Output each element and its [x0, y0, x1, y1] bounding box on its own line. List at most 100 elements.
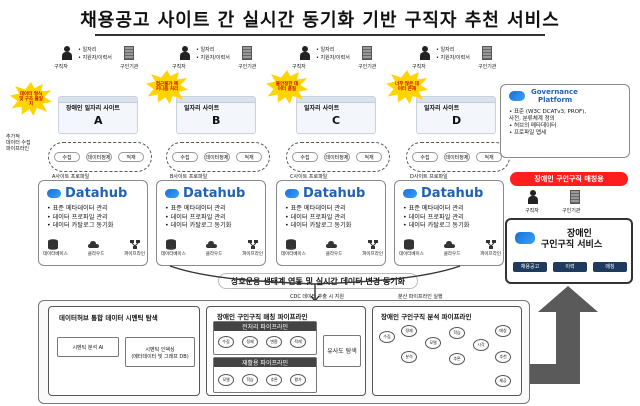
governance-title-1: Governance — [531, 88, 578, 96]
datahub-caption: 파이프라인 — [242, 252, 263, 257]
job-site-letter: B — [212, 114, 221, 127]
datahub-name: Datahub — [183, 186, 246, 201]
datahub-icons — [165, 235, 259, 254]
datahub-caption: 파이프라인 — [124, 252, 145, 257]
analysis-node: 수집 — [379, 331, 395, 343]
legend-resume: • 지원자/이력서 — [316, 55, 350, 61]
company-icon — [124, 46, 134, 60]
governance-item: • 허브의 메타데이터 — [509, 123, 557, 129]
semantic-ai-box: 시멘틱 분석 AI — [57, 337, 119, 357]
datahub-caption: 클라우드 — [205, 252, 223, 257]
company-label: 구인기관 — [358, 64, 377, 70]
governance-list: • 표준 (W3C DCATv3, PROF), 사전, 분류체계 정의 • 허… — [509, 109, 629, 137]
analysis-node: 학습 — [449, 327, 465, 339]
issue-burst-text: 불안정한 데이터 품질 — [275, 82, 299, 92]
governance-title-2: Platform — [538, 96, 573, 104]
datahub-item: • 표준 메타데이터 관리 — [403, 205, 464, 212]
site-profile-label: C사이트 프로파일 — [290, 174, 328, 180]
analysis-node: 정제 — [401, 325, 417, 337]
datahub-head: Datahub — [285, 186, 365, 201]
datahub-caption: 클라우드 — [443, 252, 461, 257]
analysis-node: 모델 — [425, 337, 441, 349]
pipeline-icon — [129, 235, 141, 254]
pipeline-node: 데이터정제 — [86, 152, 112, 162]
datahub-name: Datahub — [421, 186, 484, 201]
company-icon — [242, 46, 252, 60]
pipeline-icon — [367, 235, 379, 254]
job-site-title: 일자리 사이트 — [424, 105, 460, 112]
datahub-item: • 데이터 카탈로그 동기화 — [47, 222, 114, 229]
sync-banner: 상호운용 생태계 연동 및 실시간 데이터 변경 동기화 — [218, 273, 418, 289]
database-icon — [403, 235, 415, 254]
datahub-list: • 표준 메타데이터 관리 • 데이터 프로파일 관리 • 데이터 카탈로그 동… — [285, 205, 351, 231]
preprocess-title: 전처리 파이프라인 — [214, 322, 316, 331]
preprocess-node: 적재 — [290, 336, 306, 348]
governance-item: • 프로파일 맵세 — [509, 130, 547, 136]
service-button-jobs[interactable]: 채용공고 — [513, 262, 547, 272]
issue-burst-text: 데이터 형식 및 구조 불일치 — [19, 91, 43, 107]
governance-logo-icon — [509, 91, 525, 101]
pipeline-node: 수집 — [292, 152, 318, 162]
job-site-card[interactable] — [296, 96, 376, 134]
analysis-node: 추론 — [449, 353, 465, 365]
datahub-item: • 표준 메타데이터 관리 — [47, 205, 108, 212]
semantic-index-line2: (메타데이터 및 그래프 DB) — [131, 354, 189, 360]
job-site-card[interactable] — [416, 96, 496, 134]
page-title: 채용공고 사이트 간 실시간 동기화 기반 구직자 추천 서비스 — [80, 10, 560, 31]
company-label: 구인기관 — [238, 64, 257, 70]
collect-pipeline — [286, 142, 390, 172]
job-site-title: 일자리 사이트 — [304, 105, 340, 112]
seeker-label: 구직자 — [292, 64, 306, 70]
company-icon — [482, 46, 492, 60]
datahub-list: • 표준 메타데이터 관리 • 데이터 프로파일 관리 • 데이터 카탈로그 동… — [165, 205, 231, 231]
legend-jobs: • 일자리 — [78, 47, 97, 53]
datahub-caption: 파이프라인 — [362, 252, 383, 257]
job-site-letter: C — [332, 114, 341, 127]
datahub-name: Datahub — [303, 186, 366, 201]
job-site-card[interactable] — [176, 96, 256, 134]
preprocess-node: 정제 — [242, 336, 258, 348]
reuse-title: 재활용 파이프라인 — [214, 358, 316, 367]
datahub-captions: 데이터베이스 클라우드 파이프라인 — [161, 251, 263, 257]
pipeline-node: 데이터정제 — [204, 152, 230, 162]
datahub-head: Datahub — [165, 186, 245, 201]
governance-item: 사전, 분류체계 정의 — [509, 116, 555, 122]
job-site-card[interactable] — [58, 96, 138, 134]
analysis-node: 제공 — [495, 375, 511, 387]
governance-item: • 표준 (W3C DCATv3, PROF), — [509, 109, 587, 115]
job-site-letter: A — [94, 114, 103, 127]
datahub-item: • 데이터 카탈로그 동기화 — [165, 222, 232, 229]
issue-burst: 접근불가 메커니즘 처리 — [146, 70, 188, 104]
datahub-list: • 표준 메타데이터 관리 • 데이터 프로파일 관리 • 데이터 카탈로그 동… — [403, 205, 469, 231]
site-profile-label: A사이트 프로파일 — [52, 174, 90, 180]
datahub-captions: 데이터베이스 클라우드 파이프라인 — [281, 251, 383, 257]
datahub-item: • 데이터 카탈로그 동기화 — [285, 222, 352, 229]
issue-burst: 너무 많은 데이터 존재 — [386, 70, 428, 104]
legend-resume: • 지원자/이력서 — [196, 55, 230, 61]
datahub-item: • 데이터 프로파일 관리 — [285, 213, 346, 221]
seeker-icon — [420, 46, 430, 60]
seeker-label: 구직자 — [54, 64, 68, 70]
reuse-node: 학습 — [242, 374, 258, 386]
legend-jobs: • 일자리 — [196, 47, 215, 53]
datahub-caption: 데이터베이스 — [399, 252, 424, 257]
datahub-icons — [285, 235, 379, 254]
service-button-match[interactable]: 매칭 — [593, 262, 627, 272]
datahub-logo-icon — [47, 189, 61, 198]
seeker-label: 구직자 — [172, 64, 186, 70]
semantic-index-line1: 시멘틱 인덱싱 — [145, 347, 175, 353]
issue-burst-text: 너무 많은 데이터 존재 — [395, 82, 419, 92]
seeker-icon — [300, 46, 310, 60]
company-building-icon — [570, 190, 580, 204]
datahub-icons — [47, 235, 141, 254]
database-icon — [285, 235, 297, 254]
pipeline-node: 수집 — [172, 152, 198, 162]
datahub-item: • 표준 메타데이터 관리 — [285, 205, 346, 212]
service-button-history[interactable]: 이력 — [553, 262, 587, 272]
issue-burst: 데이터 형식 및 구조 불일치 — [10, 82, 52, 116]
service-logo-icon — [515, 232, 535, 244]
datahub-item: • 데이터 프로파일 관리 — [403, 213, 464, 221]
